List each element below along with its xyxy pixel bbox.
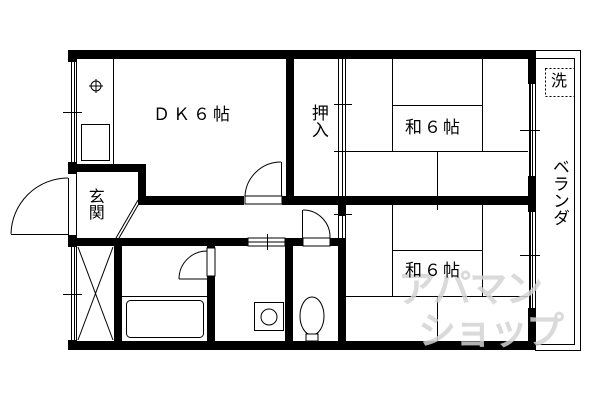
storage-x: [77, 199, 142, 341]
room-label-oshiire: 押入: [307, 104, 328, 138]
room-label-dk: ＤＫ６帖: [153, 105, 233, 125]
left-windows: [63, 62, 82, 340]
toilet-door: [302, 209, 331, 247]
entrance-door: [10, 177, 69, 235]
washbasin: [254, 302, 284, 331]
watermark-line1: アパマン: [398, 267, 543, 311]
washroom-window: [247, 234, 286, 250]
washer-label: 洗: [551, 71, 568, 90]
room-label-washitsu-2: 和６帖: [405, 261, 462, 281]
oshiire-doors: [334, 59, 352, 238]
kitchen: [81, 59, 114, 164]
room-label-veranda: ベランダ: [548, 158, 569, 226]
bathtub: [122, 296, 207, 338]
tatami-2: [346, 205, 528, 341]
right-windows: [520, 84, 540, 308]
washitsu-divider: [392, 190, 482, 210]
dk-door: [244, 161, 283, 205]
bath-door: [178, 247, 216, 280]
watermark-line2: ショップ: [418, 309, 564, 353]
washer-spot: [545, 68, 575, 97]
toilet: [299, 296, 325, 342]
tatami-1: [346, 59, 528, 196]
room-label-genkan: 玄関: [85, 188, 105, 220]
room-label-washitsu-1: 和６帖: [405, 118, 462, 138]
